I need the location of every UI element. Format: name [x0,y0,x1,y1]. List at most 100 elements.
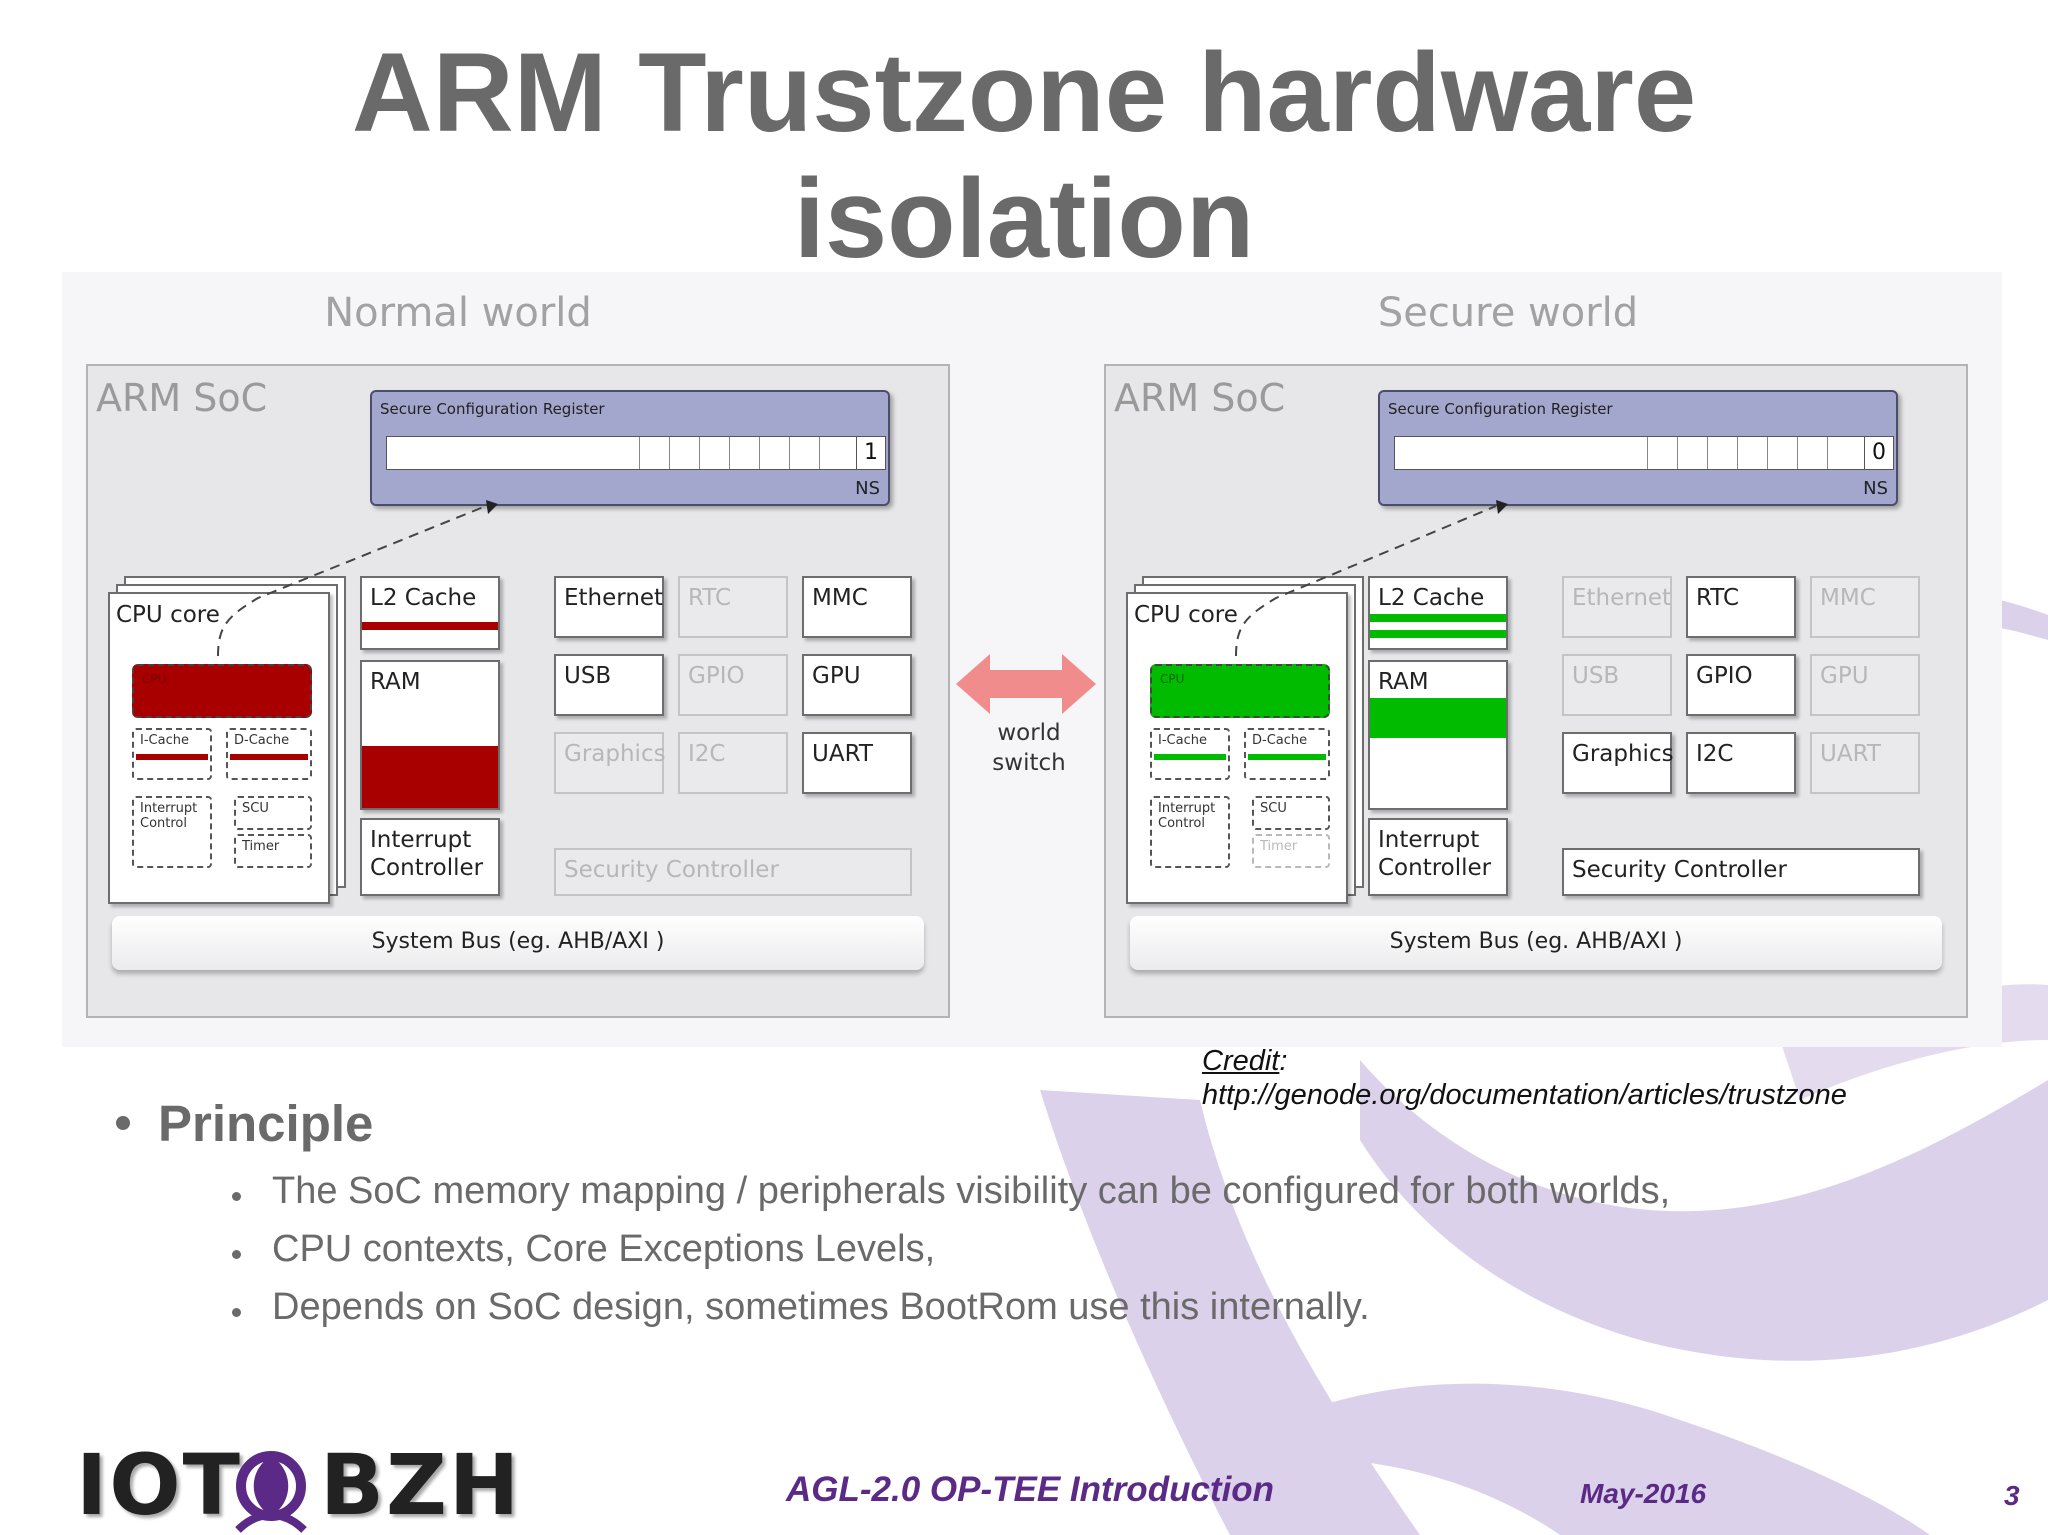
scu: SCU [234,796,312,830]
cpu-label: CPU [1160,672,1185,686]
gpio: GPIO [678,654,788,716]
world-switch-label-line-1: world [997,720,1061,746]
cpu-core-label: CPU core [116,602,220,628]
bullet-dot [232,1250,241,1259]
i2c: I2C [678,732,788,794]
i2c: I2C [1686,732,1796,794]
gpu: GPU [802,654,912,716]
l2-cache-label: L2 Cache [370,585,477,611]
scr-bits: 0 [1394,436,1894,470]
dcache: D-Cache [226,728,312,780]
ram-region [1370,698,1506,738]
security-controller: Security Controller [554,848,912,896]
normal-world-label: Normal world [324,290,592,336]
logo-text-left: IOT [76,1436,242,1534]
l2-cache-bar [362,622,498,630]
icache: I-Cache [1150,728,1230,780]
icache: I-Cache [132,728,212,780]
scr-dashed-arrow [1235,500,1508,657]
bullet-dot [232,1308,241,1317]
scu: SCU [1252,796,1330,830]
cpu-label: CPU [142,672,167,686]
dcache-label: D-Cache [1252,733,1308,748]
scr-title: Secure Configuration Register [1388,400,1613,418]
world-switch-label: world switch [960,718,1098,778]
rtc: RTC [678,576,788,638]
secure-configuration-register: Secure Configuration Register 0 NS [1378,390,1898,506]
ram-label: RAM [1378,669,1429,695]
footer-date: May-2016 [1580,1478,1707,1509]
scu-label: SCU [242,801,269,816]
credit-url[interactable]: http://genode.org/documentation/articles… [1202,1079,1847,1111]
scu-label: SCU [1260,801,1287,816]
bullet-text: Depends on SoC design, sometimes BootRom… [272,1286,1370,1328]
interrupt-controller-line-2: Controller [1378,855,1492,881]
triskel-icon [235,1451,307,1533]
interrupt-control-line-1: Interrupt [1158,801,1216,816]
world-switch-label-line-2: switch [992,750,1066,776]
icache-label: I-Cache [1158,733,1207,748]
ram: RAM [360,660,500,810]
credit-label: Credit [1202,1045,1280,1077]
soc-title: ARM SoC [1114,376,1286,420]
dcache-bar [230,754,308,760]
title-line-1: ARM Trustzone hardware [351,30,1697,155]
icache-bar [136,754,208,760]
normal-world-soc: ARM SoC Secure Configuration Register 1 … [86,364,950,1018]
title-line-2: isolation [793,156,1255,281]
ram-region [362,746,498,808]
footer-page-number: 3 [2004,1480,2020,1511]
principle-heading: Principle [158,1095,374,1152]
principle-bullet-dot [116,1116,130,1130]
gpu: GPU [1810,654,1920,716]
l2-cache: L2 Cache [360,576,500,650]
cpu-core-label: CPU core [1134,602,1238,628]
world-switch-arrow [956,654,1096,714]
secure-configuration-register: Secure Configuration Register 1 NS [370,390,890,506]
interrupt-control-line-1: Interrupt [140,801,198,816]
uart: UART [802,732,912,794]
l2-cache-bar-2 [1370,630,1506,638]
system-bus: System Bus (eg. AHB/AXI ) [1130,916,1942,970]
interrupt-controller-line-1: Interrupt [1378,827,1480,853]
dcache-label: D-Cache [234,733,290,748]
l2-cache-bar-1 [1370,614,1506,622]
timer: Timer [1252,834,1330,868]
gpio: GPIO [1686,654,1796,716]
soc-title: ARM SoC [96,376,268,420]
cpu-block: CPU [1150,664,1330,718]
interrupt-controller-line-1: Interrupt [370,827,472,853]
footer-presentation-title: AGL-2.0 OP-TEE Introduction [786,1470,1275,1509]
interrupt-control-line-2: Control [140,816,187,831]
ns-label: NS [855,478,880,499]
rtc: RTC [1686,576,1796,638]
scr-dashed-arrow [217,500,498,657]
scr-bits: 1 [386,436,886,470]
dcache: D-Cache [1244,728,1330,780]
timer-label: Timer [1260,839,1298,854]
graphics: Graphics [554,732,666,794]
interrupt-control-line-2: Control [1158,816,1205,831]
bullet-text: The SoC memory mapping / peripherals vis… [272,1170,1671,1212]
ram: RAM [1368,660,1508,810]
interrupt-controller-line-2: Controller [370,855,484,881]
ns-bit-value: 1 [856,437,885,469]
icache-label: I-Cache [140,733,189,748]
cpu-block: CPU [132,664,312,718]
credit-colon: : [1279,1045,1288,1077]
secure-world-label: Secure world [1377,290,1639,336]
icache-bar [1154,754,1226,760]
l2-cache-label: L2 Cache [1378,585,1485,611]
slide-title: ARM Trustzone hardware isolation [0,30,2048,282]
dcache-bar [1248,754,1326,760]
bullet-dot [232,1192,241,1201]
logo-text-right: BZH [320,1436,522,1534]
graphics: Graphics [1562,732,1674,794]
